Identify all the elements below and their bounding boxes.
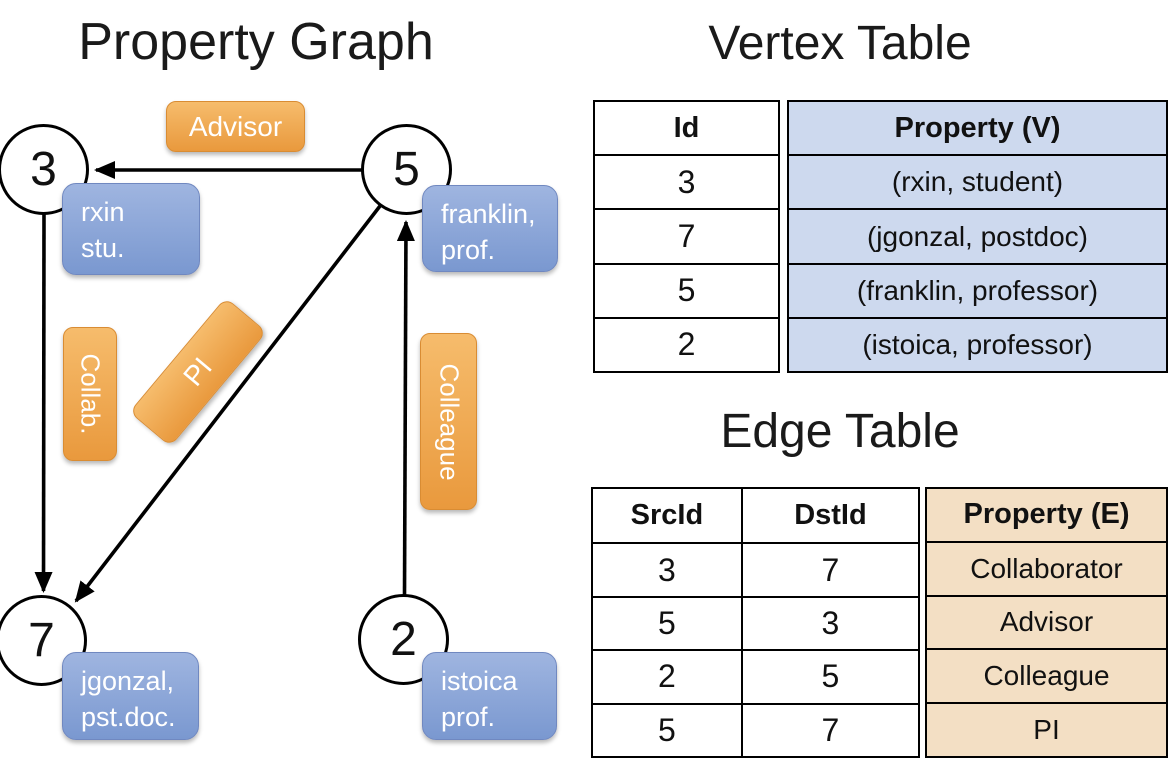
- vertex-label-line2: pst.doc.: [81, 701, 176, 732]
- edge-label-collab: Collab.: [63, 327, 117, 461]
- edge-5-to-7: [74, 204, 382, 603]
- vertex-label-line2: prof.: [441, 701, 496, 732]
- edge-table-src-cell: 5: [593, 702, 741, 756]
- vertex-table-id-column: Id 3 7 5 2: [593, 100, 780, 373]
- edge-table-dst-cell: 5: [740, 649, 918, 703]
- edge-table-property-header: Property (E): [927, 489, 1166, 541]
- edge-table-property-column: Property (E) Collaborator Advisor Collea…: [925, 487, 1168, 758]
- edge-table-dst-cell: 7: [740, 702, 918, 756]
- vertex-label-line2: prof.: [441, 234, 496, 265]
- vertex-table-property-column: Property (V) (rxin, student) (jgonzal, p…: [787, 100, 1168, 373]
- edge-label-text: Advisor: [188, 110, 283, 142]
- edge-table-src-cell: 2: [593, 649, 741, 702]
- vertex-table-property-header: Property (V): [789, 102, 1166, 155]
- vertex-label-jgonzal: jgonzal, pst.doc.: [62, 652, 199, 740]
- vertex-table-property-cell: (jgonzal, postdoc): [789, 208, 1166, 263]
- edge-table-src-cell: 5: [593, 595, 741, 649]
- edge-table-srcid-header: SrcId: [630, 499, 704, 532]
- vertex-table-id-cell: 7: [595, 208, 778, 262]
- vertex-label-franklin: franklin, prof.: [422, 185, 558, 272]
- vertex-label-line1: jgonzal,: [81, 666, 175, 696]
- vertex-table-property-cell: (istoica, professor): [789, 316, 1166, 372]
- edge-3-to-7: [34, 213, 53, 593]
- edge-table-title: Edge Table: [720, 405, 960, 458]
- edge-table-ids-columns: SrcId DstId 3 7 5 3 2 5 5 7: [591, 487, 920, 758]
- edge-label-advisor: Advisor: [166, 101, 305, 152]
- vertex-label-rxin: rxin stu.: [62, 183, 200, 275]
- edge-table-dst-cell: 3: [740, 595, 918, 650]
- edge-label-text: Colleague: [434, 362, 464, 481]
- vertex-table-id-cell: 2: [595, 316, 778, 371]
- edge-label-colleague: Colleague: [420, 333, 477, 510]
- vertex-label-line1: franklin,: [441, 199, 536, 229]
- vertex-table-id-cell: 3: [595, 154, 778, 208]
- vertex-table-title: Vertex Table: [708, 17, 972, 70]
- vertex-label-line1: istoica: [441, 666, 518, 696]
- vertex-id: 2: [390, 613, 417, 666]
- vertex-node-5: 5: [361, 124, 452, 215]
- edge-table-src-cell: 3: [593, 542, 741, 595]
- vertex-id: 7: [28, 614, 55, 667]
- edge-2-to-5: [396, 220, 415, 596]
- vertex-table-id-cell: 5: [595, 262, 778, 317]
- edge-table-property-cell: Advisor: [927, 594, 1166, 649]
- edge-table-dstid-header: DstId: [740, 489, 918, 543]
- edge-table-dst-cell: 7: [740, 542, 918, 596]
- vertex-label-istoica: istoica prof.: [422, 652, 557, 740]
- vertex-table-property-cell: (franklin, professor): [789, 262, 1166, 317]
- edge-table-property-cell: PI: [927, 702, 1166, 756]
- edge-table-property-cell: Colleague: [927, 648, 1166, 703]
- edge-table-property-cell: Collaborator: [927, 540, 1166, 595]
- vertex-id: 5: [393, 143, 420, 196]
- graph-title: Property Graph: [78, 13, 434, 71]
- vertex-id: 3: [30, 143, 57, 196]
- vertex-label-line2: stu.: [81, 232, 125, 263]
- graph-edges-svg: [34, 161, 415, 603]
- vertex-table-property-cell: (rxin, student): [789, 154, 1166, 209]
- vertex-table-id-header: Id: [673, 111, 700, 144]
- edge-label-text: Collab.: [75, 353, 106, 435]
- edge-label-text: PI: [177, 351, 218, 392]
- vertex-label-line1: rxin: [81, 197, 125, 227]
